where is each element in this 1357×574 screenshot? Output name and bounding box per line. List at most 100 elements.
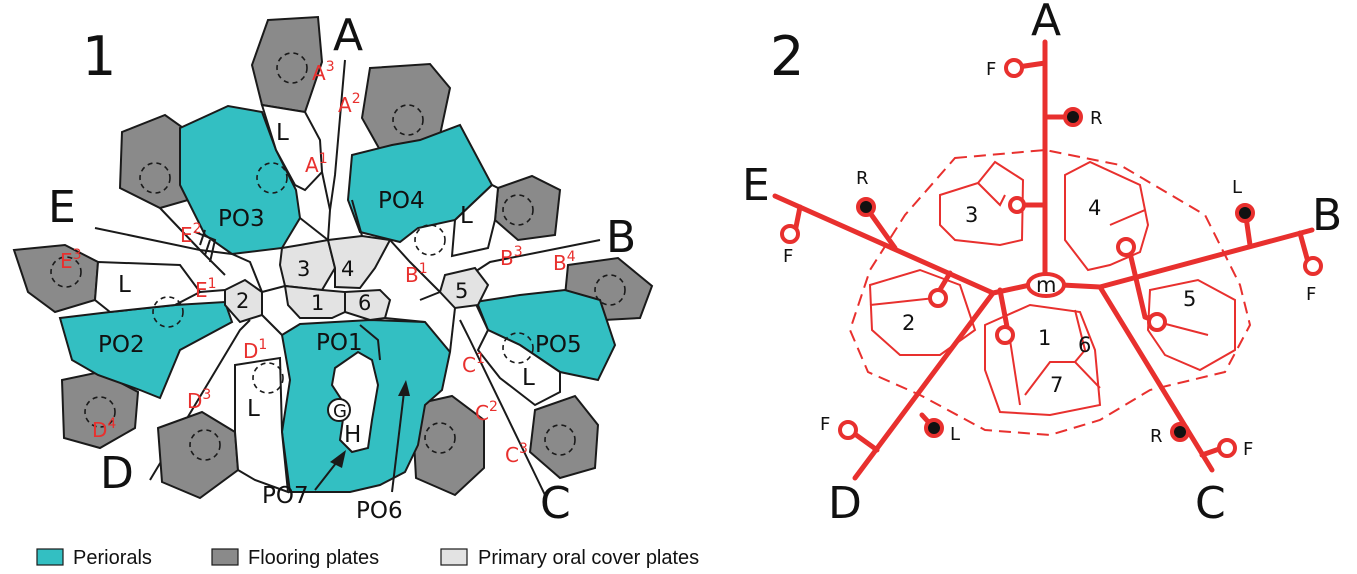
legend-swatch-flooring — [211, 548, 239, 566]
primary-plate-1 — [283, 284, 346, 319]
pore — [1147, 312, 1167, 332]
primary-plate-4 — [326, 234, 392, 290]
pore-f — [780, 224, 800, 244]
pore-l — [924, 418, 944, 438]
p2-plate-3: 3 — [965, 203, 978, 227]
dashed-outline — [848, 148, 1252, 437]
pore-l-label: L — [1232, 177, 1242, 198]
flooring-plate — [410, 394, 485, 497]
plate-1-group — [984, 303, 1102, 417]
primary-5-label: 2 — [236, 289, 249, 313]
lateral-plate — [234, 356, 290, 494]
cover-label-b3: B3 — [500, 244, 523, 270]
p2-ambulacrum-e: E — [742, 160, 770, 211]
mouth-ellipse — [1026, 272, 1066, 298]
pore-r-label: R — [1090, 108, 1103, 129]
p2-plate-4: 4 — [1088, 196, 1101, 220]
ambulacrum-d-label: D — [100, 448, 134, 499]
dashed-pores — [50, 52, 626, 461]
plate-5 — [1146, 278, 1236, 372]
pore-f — [1303, 256, 1323, 276]
pore-r — [1063, 107, 1083, 127]
po2-label: PO2 — [98, 332, 145, 358]
ambulacrum-b-label: B — [606, 212, 636, 263]
cover-label-e3: E3 — [60, 247, 82, 273]
cover-label-c1: C1 — [462, 351, 485, 377]
primary-plate-3 — [278, 238, 337, 292]
po6-label: PO6 — [356, 498, 403, 524]
filled-pores — [856, 107, 1255, 442]
g-label: G — [333, 401, 347, 422]
arrows — [314, 380, 410, 493]
legend-label-periorals: Periorals — [73, 547, 152, 569]
plate-3 — [939, 160, 1025, 247]
panel-1: 1 — [12, 10, 654, 529]
lateral-label: L — [118, 272, 131, 298]
flooring-plate — [12, 243, 100, 314]
primary-4-label: 6 — [358, 291, 371, 315]
pore-f — [838, 420, 858, 440]
lateral-plate — [260, 103, 324, 192]
pore-f-label: F — [1306, 284, 1316, 305]
p2-plate-2: 2 — [902, 311, 915, 335]
pore — [928, 288, 948, 308]
cover-label-b4: B4 — [553, 249, 576, 275]
panel-2-number: 2 — [770, 25, 804, 88]
pore-r — [1170, 422, 1190, 442]
open-pores — [780, 58, 1323, 458]
primary-6-label: 5 — [455, 279, 468, 303]
po7-label: PO7 — [262, 483, 309, 509]
cover-label-d4: D4 — [92, 416, 116, 442]
p2-ambulacrum-d: D — [828, 478, 862, 529]
p2-ambulacrum-c: C — [1195, 478, 1226, 529]
primary-3-label: 1 — [311, 291, 324, 315]
lateral-label: L — [460, 203, 473, 229]
po1-label: PO1 — [316, 330, 363, 356]
cover-label-c3: C3 — [505, 441, 528, 467]
pore-f — [1217, 438, 1237, 458]
pore-l-label: L — [950, 424, 960, 445]
p2-plate-6: 6 — [1078, 333, 1091, 357]
cover-label-e2: E2 — [180, 221, 202, 247]
lateral-plates — [93, 103, 561, 494]
pore-r-label: R — [856, 168, 869, 189]
cover-label-c2: C2 — [475, 399, 498, 425]
cover-label-a3: A3 — [312, 59, 335, 85]
pore-f-label: F — [820, 414, 830, 435]
plate-2 — [868, 268, 977, 356]
tract-e — [772, 193, 996, 296]
pore-r — [856, 197, 876, 217]
lateral-plate — [476, 328, 561, 407]
legend-swatch-periorals — [36, 548, 64, 566]
h-label: H — [344, 422, 361, 448]
tract-c — [1097, 284, 1215, 473]
tract-d — [852, 290, 996, 481]
cover-label-b1: B1 — [405, 261, 428, 287]
pore-f — [1004, 58, 1024, 78]
p2-plate-5: 5 — [1183, 287, 1196, 311]
g-circle — [327, 398, 351, 422]
legend-swatch-primary — [440, 548, 468, 566]
lateral-label: L — [247, 396, 260, 422]
pore — [1008, 196, 1026, 214]
pore — [1116, 237, 1136, 257]
primary-1-label: 3 — [297, 257, 310, 281]
mouth-label: m — [1036, 273, 1056, 297]
cover-plate-labels: A1 A2 A3 B1 B3 B4 C1 C2 C3 D1 D3 D4 E1 E… — [60, 59, 576, 467]
panel-2: 2 — [742, 0, 1342, 529]
ambulacrum-e-label: E — [48, 182, 76, 233]
pore — [995, 325, 1015, 345]
lateral-plate — [93, 260, 202, 314]
periorals — [58, 104, 617, 493]
ambulacral-tracts — [772, 39, 1315, 481]
cover-label-d3: D3 — [187, 387, 211, 413]
p2-ambulacrum-b: B — [1312, 190, 1342, 241]
suture-lines — [159, 171, 489, 361]
ambulacrum-c-label: C — [540, 478, 571, 529]
po5-label: PO5 — [535, 332, 582, 358]
oral-plates — [868, 160, 1236, 417]
legend-label-primary: Primary oral cover plates — [478, 547, 699, 569]
pore-f-label: F — [986, 59, 996, 80]
cover-label-d1: D1 — [243, 337, 267, 363]
pore-f-label: F — [783, 246, 793, 267]
